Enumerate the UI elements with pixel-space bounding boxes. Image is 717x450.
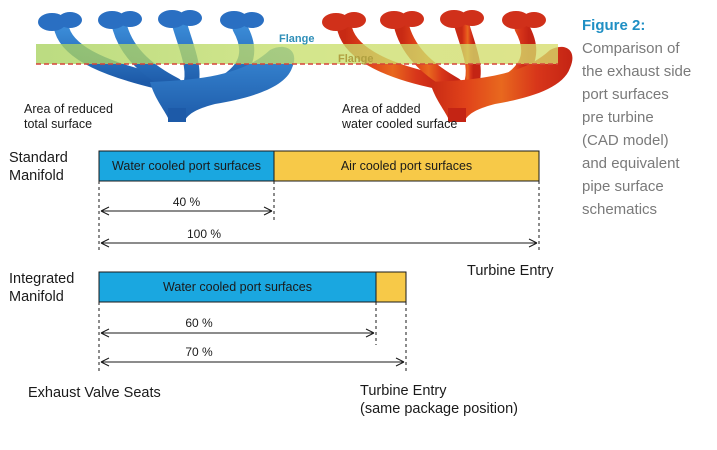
turbine-entry-label: Turbine Entry — [360, 383, 447, 399]
caption-line: schematics — [582, 201, 658, 218]
integrated-bar — [98, 271, 407, 303]
caption-line: port surfaces — [582, 86, 669, 103]
caption-line: the exhaust side — [582, 63, 692, 80]
standard-turbine-entry: Turbine Entry — [467, 263, 554, 279]
standard-manifold-label-line2: Manifold — [9, 168, 64, 184]
figure-caption: Figure 2: Comparison of the exhaust side… — [582, 14, 712, 221]
standard-bar — [98, 150, 540, 182]
caption-line: (CAD model) — [582, 132, 669, 149]
integrated-manifold-label-line1: Integrated — [9, 271, 75, 287]
standard-dim-100: 100 % — [186, 227, 222, 241]
standard-dimensions — [98, 181, 540, 252]
standard-dim-40: 40 % — [172, 195, 201, 209]
flange-band — [36, 44, 558, 64]
standard-manifold-cad — [38, 10, 295, 122]
reduced-surface-label-line1: Area of reduced — [24, 102, 113, 116]
integrated-water-segment — [98, 271, 377, 303]
added-surface-label-line1: Area of added — [342, 102, 421, 116]
standard-air-label: Air cooled port surfaces — [340, 159, 473, 173]
integrated-water-label: Water cooled port surfaces — [163, 280, 312, 294]
standard-manifold-label-line1: Standard — [9, 150, 68, 166]
figure-label: Figure 2: — [582, 17, 646, 34]
integrated-dim-60: 60 % — [185, 316, 213, 330]
added-surface-label-line2: water cooled surface — [342, 117, 458, 131]
reduced-surface-label-line2: total surface — [24, 117, 93, 131]
caption-line: Comparison of — [582, 40, 680, 57]
caption-line: and equivalent — [582, 155, 680, 172]
standard-water-segment — [98, 150, 275, 182]
integrated-dim-70: 70 % — [185, 345, 213, 359]
standard-air-segment — [273, 150, 540, 182]
same-package-position-label: (same package position) — [360, 401, 518, 417]
caption-line: pre turbine — [582, 109, 654, 126]
integrated-dimensions — [98, 302, 407, 372]
standard-water-label: Water cooled port surfaces — [112, 159, 261, 173]
exhaust-valve-seats-label: Exhaust Valve Seats — [28, 385, 161, 401]
caption-line: pipe surface — [582, 178, 664, 195]
integrated-air-segment — [375, 271, 407, 303]
flange-label-left: Flange — [279, 33, 315, 45]
integrated-manifold-label-line2: Manifold — [9, 289, 64, 305]
flange-label-right: Flange — [338, 53, 374, 65]
manifold-diagram — [36, 10, 573, 372]
